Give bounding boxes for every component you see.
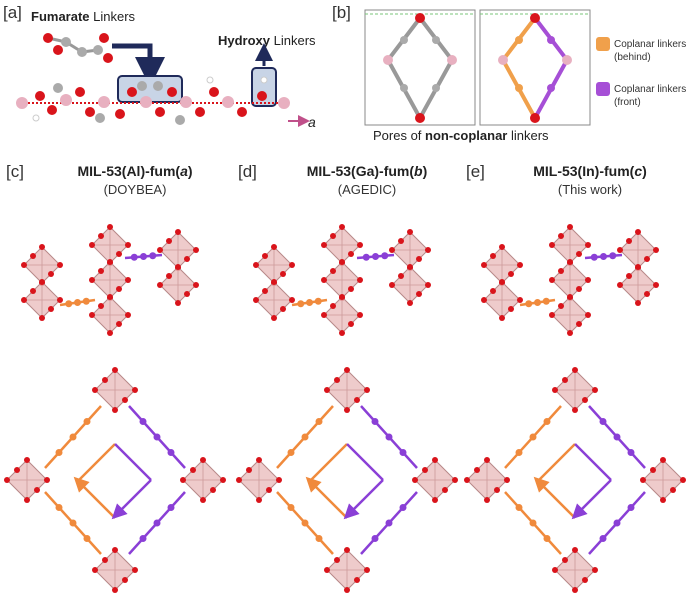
panel-a-label: [a]: [3, 3, 22, 22]
panel-e-structure: [464, 224, 686, 593]
octahedron: [253, 244, 295, 286]
octahedron: [552, 547, 598, 593]
octahedron: [552, 367, 598, 413]
panel-c-label: [c]: [6, 162, 24, 181]
octahedron: [21, 279, 63, 321]
panel-c-structure: [4, 224, 226, 593]
panel-b-pores: [364, 9, 610, 126]
fumarate-molecule: [43, 33, 113, 63]
panel-c-subtitle: (DOYBEA): [103, 182, 167, 197]
panel-e-title: MIL-53(In)-fum(c): [533, 163, 647, 179]
octahedron: [481, 244, 523, 286]
panel-b-label: [b]: [332, 3, 351, 22]
octahedron: [321, 294, 363, 336]
panel-d-label: [d]: [238, 162, 257, 181]
legend-front: Coplanar linkers(front): [614, 84, 687, 108]
mof-structures: [4, 224, 686, 593]
octahedron: [89, 294, 131, 336]
octahedron: [324, 367, 370, 413]
octahedron: [4, 457, 50, 503]
octahedron: [389, 264, 431, 306]
octahedron: [253, 279, 295, 321]
panel-e-label: [e]: [466, 162, 485, 181]
octahedron: [89, 259, 131, 301]
octahedron: [617, 264, 659, 306]
octahedron: [180, 457, 226, 503]
octahedron: [157, 264, 199, 306]
panel-d-title: MIL-53(Ga)-fum(b): [306, 163, 428, 179]
octahedron: [92, 367, 138, 413]
octahedron: [92, 547, 138, 593]
panel-e-subtitle: (This work): [557, 182, 623, 197]
axis-a-label: a: [308, 114, 316, 130]
octahedron: [640, 457, 686, 503]
legend-behind-swatch: [596, 37, 610, 51]
octahedron: [481, 279, 523, 321]
octahedron: [412, 457, 458, 503]
panel-c-title: MIL-53(Al)-fum(a): [77, 163, 193, 179]
octahedron: [236, 457, 282, 503]
octahedron: [464, 457, 510, 503]
octahedron: [21, 244, 63, 286]
fumarate-linkers-label: Fumarate Linkers: [31, 9, 136, 24]
legend-front-swatch: [596, 82, 610, 96]
octahedron: [549, 294, 591, 336]
legend-behind: Coplanar linkers(behind): [614, 39, 687, 63]
panel-a-chain: [16, 33, 310, 127]
octahedron: [324, 547, 370, 593]
panel-d-structure: [236, 224, 458, 593]
panel-b-caption: Pores of non-coplanar linkers: [373, 128, 549, 143]
panel-d-subtitle: (AGEDIC): [337, 182, 397, 197]
